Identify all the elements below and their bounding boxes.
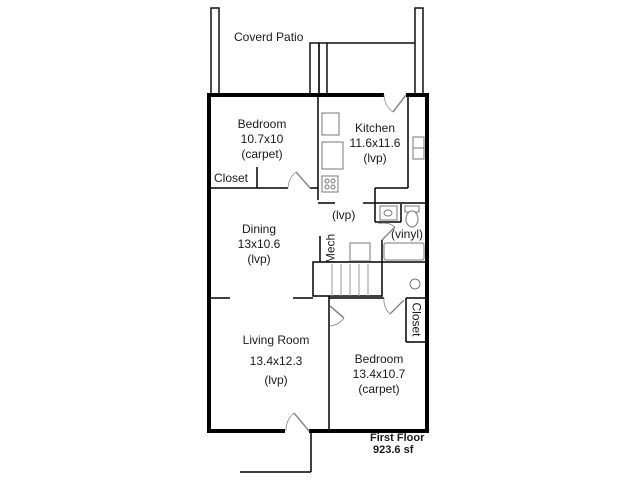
fridge-icon xyxy=(321,112,340,136)
water-heater-icon xyxy=(409,278,421,290)
room-kitchen: Kitchen 11.6x11.6 (lvp) xyxy=(345,121,405,166)
room-living-room: Living Room 13.4x12.3 (lvp) xyxy=(236,333,316,388)
room-floor: (carpet) xyxy=(241,147,283,161)
room-bedroom-2: Bedroom 13.4x10.7 (carpet) xyxy=(347,352,411,397)
kitchen-fixtures xyxy=(321,112,425,193)
room-size: 11.6x11.6 xyxy=(349,136,401,150)
floor-title: First Floor xyxy=(370,432,425,444)
room-size: 10.7x10 xyxy=(240,132,284,146)
closet-label-2: Closet xyxy=(409,300,424,340)
doors xyxy=(285,94,407,432)
room-bedroom-1: Bedroom 10.7x10 (carpet) xyxy=(232,117,292,162)
room-size: 13.4x12.3 xyxy=(249,354,303,368)
room-dining: Dining 13x10.6 (lvp) xyxy=(229,222,289,267)
floor-summary: First Floor 923.6 sf xyxy=(370,432,424,456)
room-floor: (lvp) xyxy=(247,252,271,266)
room-name: Bedroom xyxy=(237,117,287,131)
bath-floor-label: (vinyl) xyxy=(391,227,423,242)
stairs xyxy=(331,264,369,296)
mech-label-text: Mech xyxy=(323,233,338,264)
bath-floor-text: (vinyl) xyxy=(391,227,423,241)
closet-label-text: Closet xyxy=(409,302,424,337)
closet-label-1: Closet xyxy=(214,171,248,186)
room-name: Bedroom xyxy=(354,352,404,366)
washer-icon xyxy=(349,242,371,262)
room-floor: (lvp) xyxy=(363,151,387,165)
room-name: Dining xyxy=(241,222,277,236)
patio-label: Coverd Patio xyxy=(234,30,303,45)
bath-fixtures xyxy=(349,205,425,290)
floor-area: 923.6 sf xyxy=(373,444,414,456)
room-name: Living Room xyxy=(242,333,310,347)
stove-icon xyxy=(321,175,339,193)
room-size: 13.4x10.7 xyxy=(352,367,406,381)
patio-structure xyxy=(210,7,424,97)
room-name: Kitchen xyxy=(354,121,396,135)
tub-icon xyxy=(383,242,425,261)
counter-icon xyxy=(321,141,344,170)
room-floor: (carpet) xyxy=(358,382,400,396)
room-size: 13x10.6 xyxy=(237,237,281,251)
hall-floor-text: (lvp) xyxy=(332,208,356,222)
mech-label: Mech xyxy=(324,234,339,264)
patio-label-text: Coverd Patio xyxy=(234,30,304,44)
interior-walls xyxy=(211,95,427,473)
hall-floor-label: (lvp) xyxy=(332,208,355,223)
closet-label-text: Closet xyxy=(214,171,249,185)
room-floor: (lvp) xyxy=(264,373,288,387)
